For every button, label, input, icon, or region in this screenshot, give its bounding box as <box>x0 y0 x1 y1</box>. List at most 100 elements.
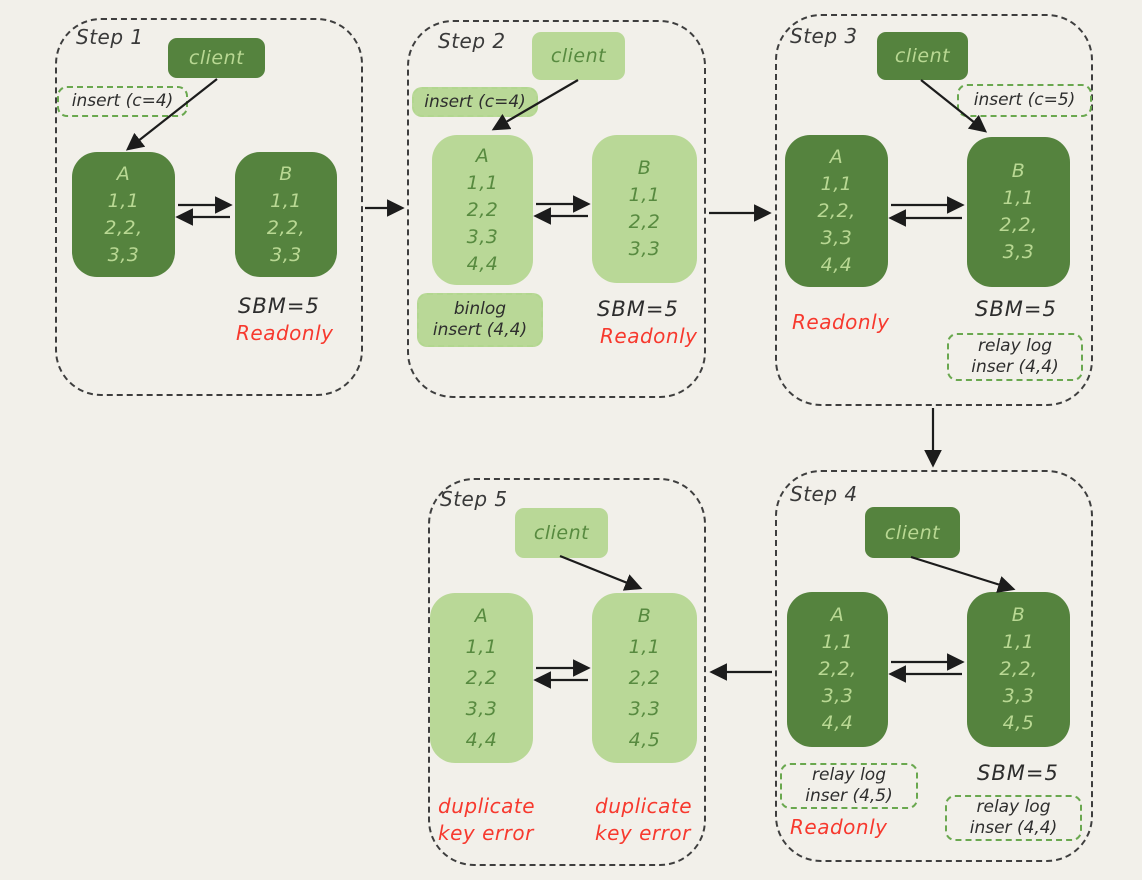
step5-error-a-label: duplicate key error <box>438 793 535 847</box>
step2-readonly-label: Readonly <box>600 324 698 348</box>
step1-node-a: A 1,1 2,2, 3,3 <box>72 152 175 277</box>
client-label: client <box>894 45 951 67</box>
note-text: insert (4,4) <box>432 320 528 340</box>
note-text: binlog <box>453 299 507 319</box>
step3-node-b: B 1,1 2,2, 3,3 <box>967 137 1070 287</box>
node-row: 1,1 <box>466 171 499 194</box>
node-title: A <box>830 604 845 626</box>
step5-label: Step 5 <box>440 487 508 511</box>
node-title: B <box>637 604 652 627</box>
node-row: 1,1 <box>465 635 498 658</box>
node-row: 3,3 <box>820 226 853 249</box>
step1-label: Step 1 <box>76 25 144 49</box>
note-text: relay log <box>978 336 1052 356</box>
node-row: 3,3 <box>1002 241 1035 263</box>
step2-client-box: client <box>532 32 625 80</box>
node-row: 1,1 <box>628 184 661 206</box>
step2-binlog-note: binlog insert (4,4) <box>417 293 543 347</box>
node-row: 4,4 <box>466 252 499 275</box>
step2-insert-note: insert (c=4) <box>412 87 538 117</box>
error-line: key error <box>438 821 534 845</box>
step3-readonly-label: Readonly <box>792 310 890 334</box>
step3-insert-note: insert (c=5) <box>957 84 1092 117</box>
client-label: client <box>550 45 607 67</box>
step2-label: Step 2 <box>438 29 506 53</box>
step5-frame <box>428 478 706 866</box>
node-row: 3,3 <box>270 243 302 266</box>
note-text: inser (4,4) <box>969 818 1058 838</box>
node-title: A <box>829 145 844 168</box>
step4-label: Step 4 <box>790 482 858 506</box>
step2-node-a: A 1,1 2,2 3,3 4,4 <box>432 135 533 285</box>
node-row: 2,2 <box>466 198 499 221</box>
error-line: duplicate <box>438 794 536 818</box>
node-row: 1,1 <box>270 189 302 212</box>
node-row: 1,1 <box>1002 187 1035 209</box>
node-title: B <box>1011 160 1026 182</box>
node-row: 2,2 <box>628 666 661 689</box>
client-label: client <box>533 522 590 544</box>
step3-sbm-label: SBM=5 <box>975 297 1057 321</box>
node-row: 4,5 <box>1002 712 1035 734</box>
note-text: inser (4,5) <box>805 786 893 806</box>
node-row: 4,5 <box>628 728 661 751</box>
note-text: inser (4,4) <box>971 357 1059 377</box>
step1-node-b: B 1,1 2,2, 3,3 <box>235 152 337 277</box>
node-row: 3,3 <box>821 685 854 707</box>
note-text: insert (c=5) <box>973 90 1076 110</box>
step2-sbm-label: SBM=5 <box>597 297 679 321</box>
step4-node-a: A 1,1 2,2, 3,3 4,4 <box>787 592 888 747</box>
step4-frame <box>775 470 1093 862</box>
node-row: 4,4 <box>821 712 854 734</box>
node-row: 3,3 <box>465 697 498 720</box>
node-title: B <box>279 162 293 185</box>
step4-readonly-label: Readonly <box>790 815 888 839</box>
node-row: 2,2 <box>628 211 661 233</box>
step4-relay-note-a: relay log inser (4,5) <box>780 763 918 809</box>
step4-sbm-label: SBM=5 <box>977 761 1059 785</box>
node-row: 1,1 <box>820 172 853 195</box>
step1-insert-note: insert (c=4) <box>57 86 188 117</box>
step1-client-box: client <box>168 38 265 78</box>
node-title: B <box>1011 604 1026 626</box>
step4-client-box: client <box>865 507 960 558</box>
step3-relay-note: relay log inser (4,4) <box>947 333 1083 381</box>
step5-node-a: A 1,1 2,2 3,3 4,4 <box>430 593 533 763</box>
step5-node-b: B 1,1 2,2 3,3 4,5 <box>592 593 697 763</box>
node-row: 2,2, <box>104 216 143 239</box>
node-row: 2,2, <box>266 216 306 239</box>
node-row: 3,3 <box>628 238 661 260</box>
step3-node-a: A 1,1 2,2, 3,3 4,4 <box>785 135 888 287</box>
node-row: 1,1 <box>1002 631 1035 653</box>
note-text: insert (c=4) <box>424 91 526 112</box>
node-row: 2,2, <box>999 214 1038 236</box>
step5-client-box: client <box>515 508 608 558</box>
step3-label: Step 3 <box>790 24 858 48</box>
node-title: A <box>474 604 489 627</box>
node-row: 4,4 <box>820 253 853 276</box>
step3-frame <box>775 14 1093 406</box>
node-row: 1,1 <box>821 631 854 653</box>
client-label: client <box>884 521 941 544</box>
client-label: client <box>188 47 245 69</box>
error-line: duplicate <box>595 794 693 818</box>
node-row: 1,1 <box>628 635 661 658</box>
node-title: B <box>637 157 652 179</box>
note-text: relay log <box>976 797 1051 817</box>
node-row: 4,4 <box>465 728 498 751</box>
note-text: insert (c=4) <box>71 91 174 111</box>
node-row: 2,2, <box>999 658 1038 680</box>
node-title: A <box>475 144 490 167</box>
step4-node-b: B 1,1 2,2, 3,3 4,5 <box>967 592 1070 747</box>
step1-frame <box>55 18 363 396</box>
step3-client-box: client <box>877 32 968 80</box>
step1-sbm-label: SBM=5 <box>238 294 320 318</box>
node-title: A <box>116 162 131 185</box>
step1-readonly-label: Readonly <box>236 321 334 345</box>
node-row: 1,1 <box>107 189 140 212</box>
step2-node-b: B 1,1 2,2 3,3 <box>592 135 697 283</box>
node-row: 3,3 <box>1002 685 1035 707</box>
step5-error-b-label: duplicate key error <box>595 793 692 847</box>
node-row: 3,3 <box>107 243 140 266</box>
